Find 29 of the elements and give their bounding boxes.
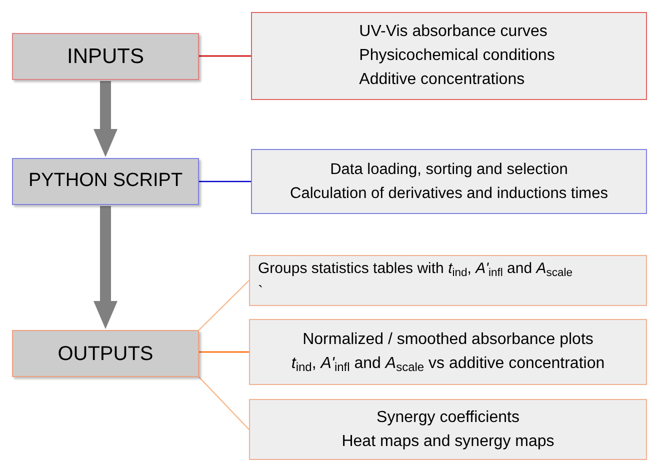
text-line: Normalized / smoothed absorbance plots bbox=[302, 330, 594, 350]
text-line: Additive concentrations bbox=[359, 70, 526, 90]
info-box bbox=[249, 255, 647, 306]
text-line: Synergy coefficients bbox=[376, 408, 520, 428]
info-box bbox=[249, 319, 647, 385]
info-box bbox=[251, 12, 647, 100]
stage-box bbox=[12, 158, 199, 205]
text-line: UV-Vis absorbance curves bbox=[359, 22, 548, 42]
info-box bbox=[249, 399, 647, 460]
stage-box bbox=[12, 330, 199, 377]
text-line: Physicochemical conditions bbox=[359, 46, 555, 66]
text-line: Data loading, sorting and selection bbox=[330, 160, 568, 180]
info-box bbox=[251, 149, 647, 214]
text-line: Groups statistics tables with t$_{ind}$, A'$_{infl}$ and A$_{scale}$ bbox=[258, 259, 573, 280]
text-line: PYTHON SCRIPT bbox=[28, 169, 183, 194]
text-line: Calculation of derivatives and inductions times bbox=[290, 184, 608, 204]
text-line: ` bbox=[258, 282, 263, 302]
connector-line bbox=[199, 180, 251, 182]
text-line: Heat maps and synergy maps bbox=[342, 432, 554, 452]
connector-line bbox=[199, 55, 251, 57]
text-line: t$_{ind}$, A'$_{infl}$ and A$_{scale}$ vs additive concentration bbox=[291, 354, 605, 376]
flow-arrow bbox=[94, 206, 118, 329]
connector-line bbox=[198, 376, 250, 430]
flow-arrow bbox=[94, 81, 118, 157]
connector-line bbox=[198, 280, 250, 330]
connector-line bbox=[199, 351, 249, 353]
stage-box bbox=[12, 33, 199, 80]
text-line: OUTPUTS bbox=[58, 342, 154, 366]
text-line: INPUTS bbox=[66, 44, 144, 70]
